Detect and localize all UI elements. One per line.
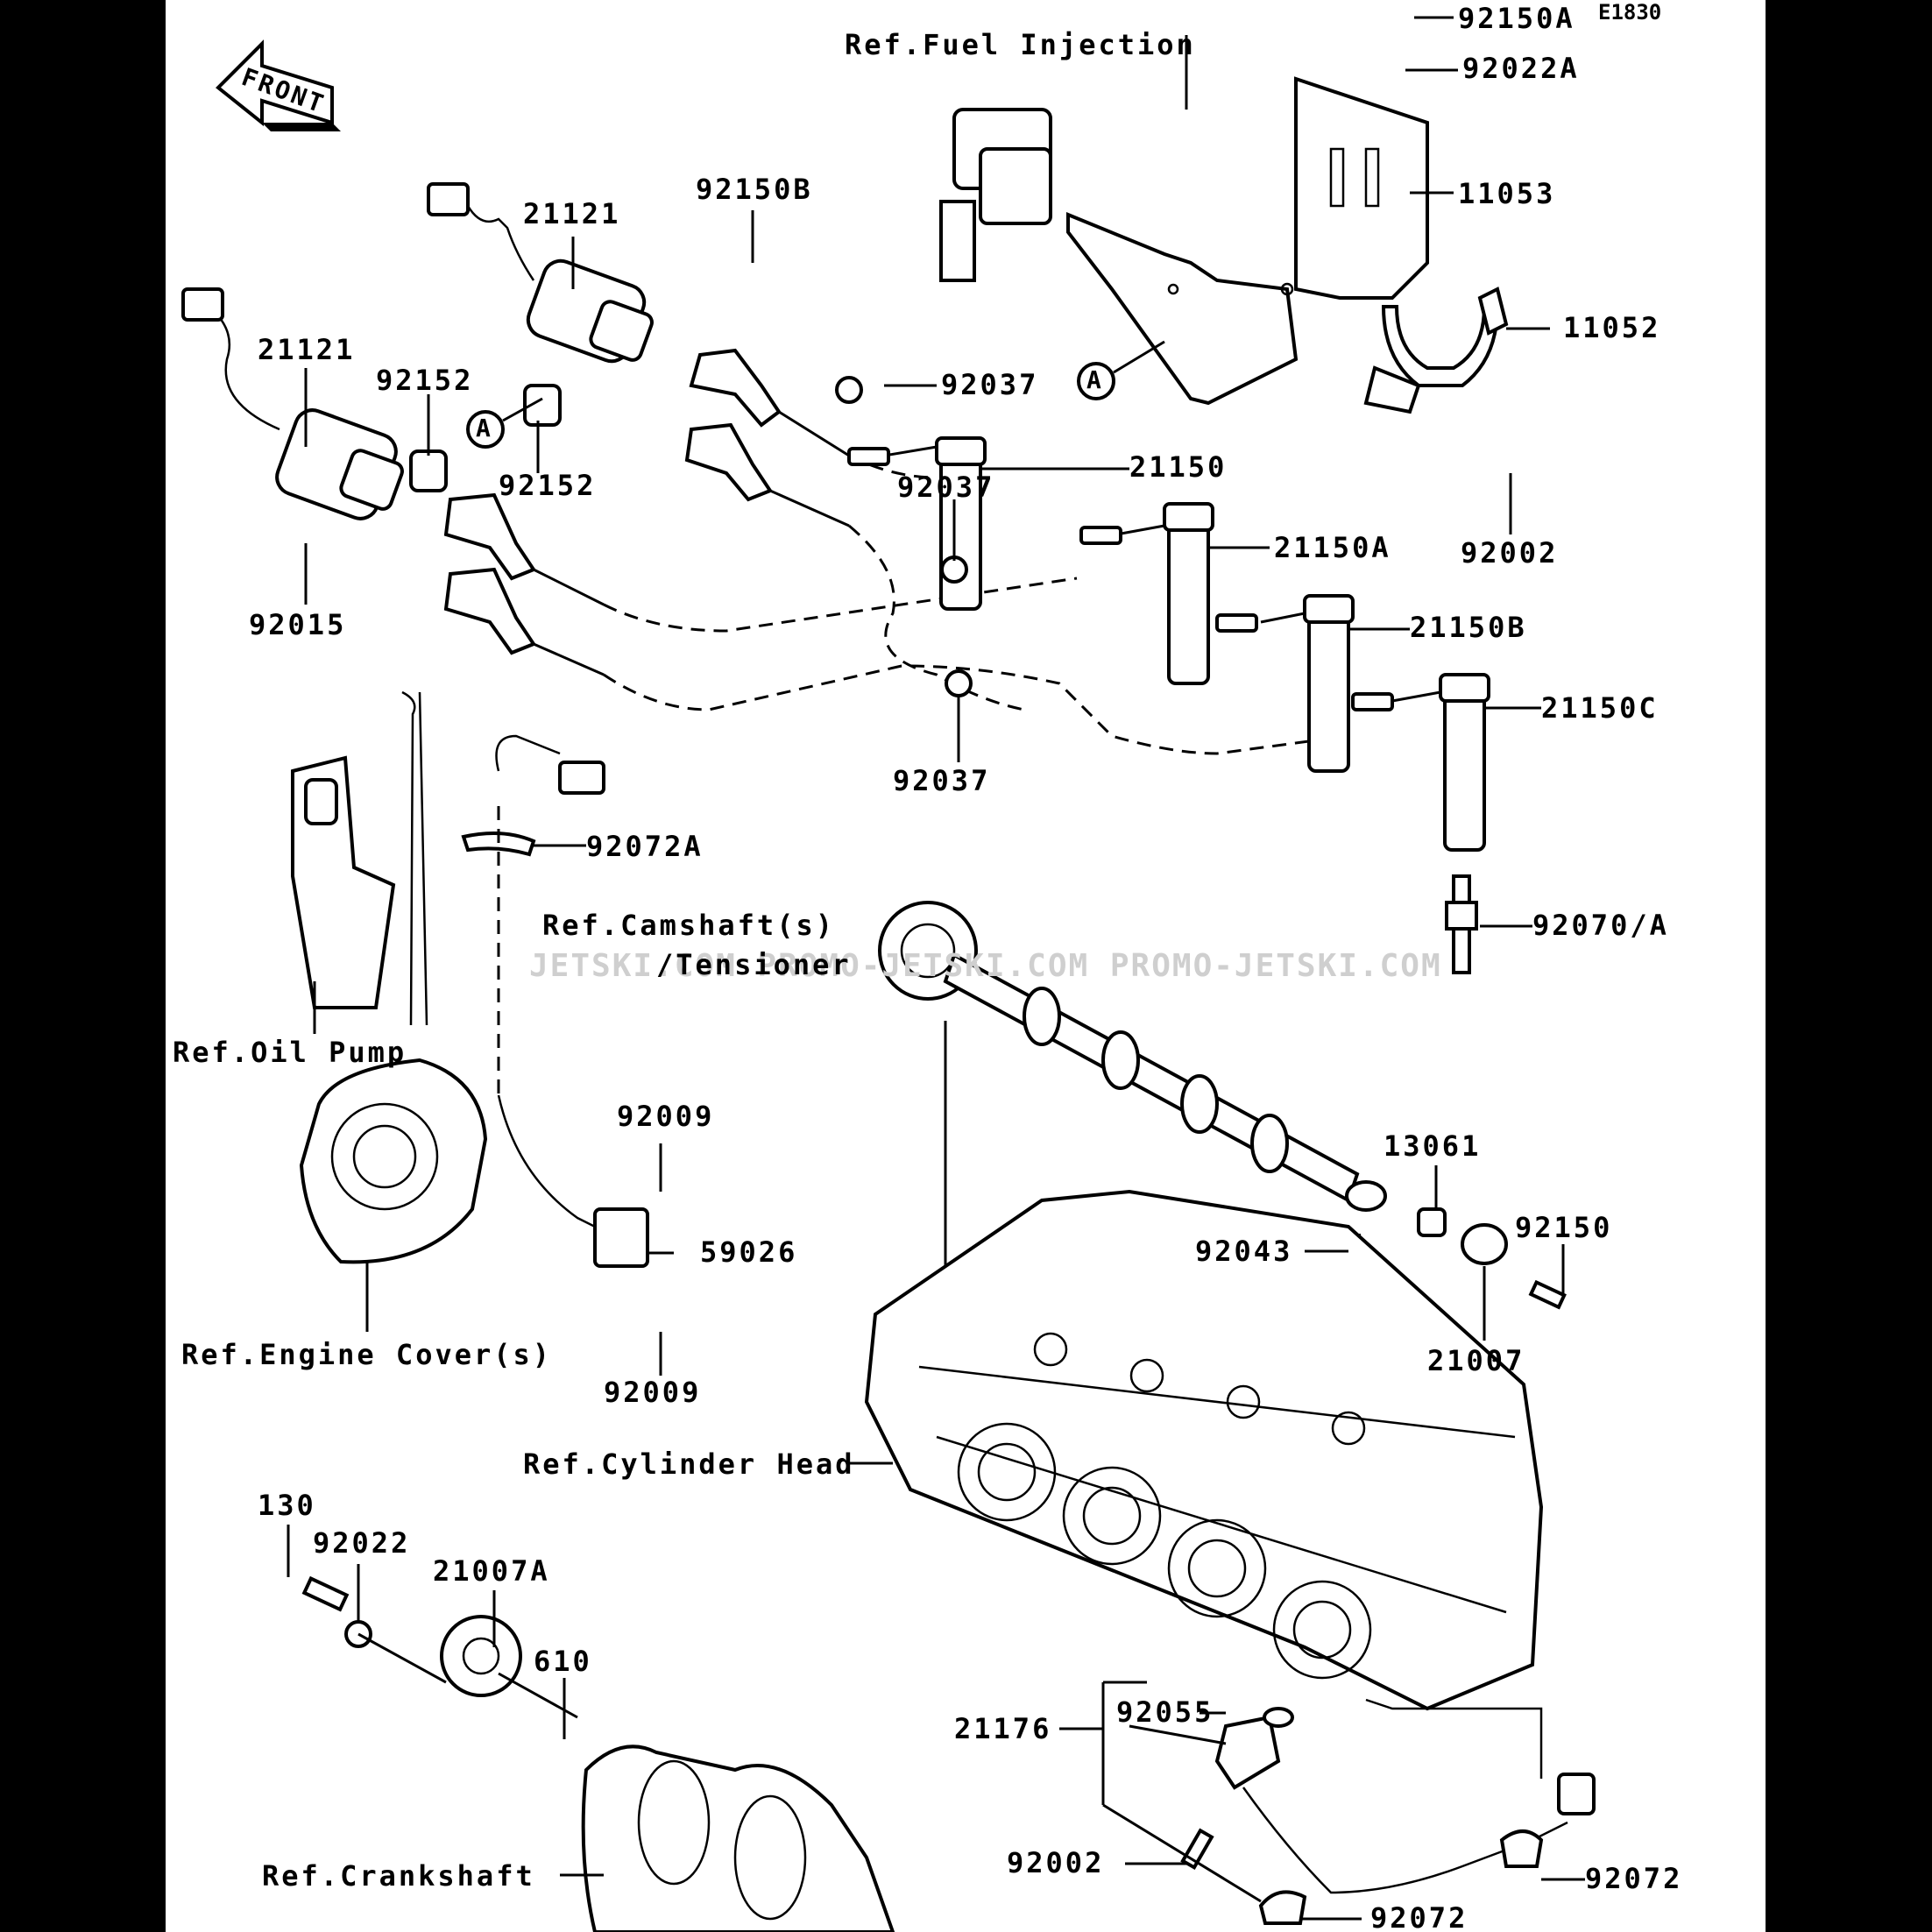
coil-boots bbox=[443, 348, 850, 676]
oil-pump-plate bbox=[291, 690, 428, 1034]
crankshaft bbox=[440, 1615, 895, 1932]
front-arrow-icon bbox=[216, 39, 341, 131]
sensor-59026 bbox=[497, 1094, 674, 1268]
ref-crankshaft: Ref.Crankshaft bbox=[262, 1859, 535, 1893]
spacer-92152-lower bbox=[409, 449, 448, 492]
part-label: 11052 bbox=[1563, 311, 1661, 344]
clamp-92072 bbox=[1258, 1890, 1307, 1925]
part-label: 21007A bbox=[433, 1554, 550, 1588]
plug-cap-21150C bbox=[1351, 673, 1490, 852]
bracket-11053 bbox=[1066, 76, 1429, 406]
part-label: 92037 bbox=[893, 764, 991, 797]
ref-oil-pump: Ref.Oil Pump bbox=[173, 1036, 407, 1069]
cylinder-head bbox=[849, 1189, 1544, 1711]
plug-13061 bbox=[1417, 1207, 1447, 1237]
part-label: 92002 bbox=[1461, 536, 1559, 570]
part-label: 21007 bbox=[1427, 1344, 1525, 1377]
callout-marker-a bbox=[466, 410, 505, 449]
part-label: 92150 bbox=[1515, 1211, 1613, 1244]
part-label: 59026 bbox=[700, 1235, 798, 1269]
camshaft bbox=[878, 901, 1387, 1270]
part-label: 11053 bbox=[1458, 177, 1556, 210]
part-label: 610 bbox=[534, 1645, 592, 1678]
part-label: 92152 bbox=[376, 364, 474, 397]
part-label: 21150C bbox=[1541, 691, 1659, 725]
routing-line bbox=[848, 524, 1025, 711]
part-label: 92037 bbox=[897, 471, 995, 504]
part-label: 92150A bbox=[1458, 2, 1575, 35]
leader-lines bbox=[287, 16, 1585, 1921]
part-label: 21150 bbox=[1129, 450, 1228, 484]
plug-cap-21150A bbox=[1079, 502, 1214, 685]
rotor-21007 bbox=[1461, 1223, 1508, 1265]
part-label: 21176 bbox=[954, 1712, 1052, 1745]
fuel-injection-sensor bbox=[939, 35, 1188, 282]
part-label: 92072 bbox=[1585, 1862, 1683, 1895]
clamp-92072 bbox=[1499, 1829, 1544, 1868]
part-label: 92150B bbox=[696, 173, 813, 206]
part-label: 92043 bbox=[1195, 1235, 1293, 1268]
part-label: 92055 bbox=[1116, 1695, 1214, 1729]
part-label: 92072 bbox=[1370, 1901, 1468, 1932]
ref-cylinder-head: Ref.Cylinder Head bbox=[523, 1447, 855, 1481]
ref-fuel-injection: Ref.Fuel Injection bbox=[845, 28, 1196, 61]
part-label: 92022 bbox=[313, 1526, 411, 1560]
ignition-coil-upper bbox=[427, 182, 654, 364]
watermark: JETSKI.COM PROMO-JETSKI.COM PROMO-JETSKI… bbox=[529, 948, 1442, 984]
part-label: 92037 bbox=[941, 368, 1039, 401]
part-label: 21150B bbox=[1410, 611, 1527, 644]
clamp-92037 bbox=[940, 556, 968, 584]
part-label: 92070/A bbox=[1532, 909, 1669, 942]
plug-cap-21150B bbox=[1215, 594, 1355, 773]
callout-letter-a: A bbox=[1086, 365, 1101, 394]
ref-camshaft: Ref.Camshaft(s) bbox=[542, 909, 835, 942]
routing-line bbox=[603, 664, 1349, 755]
plug-cap-21150 bbox=[847, 436, 987, 611]
part-label: 92009 bbox=[604, 1376, 702, 1409]
sensor-connector bbox=[461, 734, 605, 1095]
part-label: 92015 bbox=[249, 608, 347, 641]
clamp-92037 bbox=[945, 669, 973, 697]
ref-engine-cover: Ref.Engine Cover(s) bbox=[181, 1338, 553, 1371]
ref-tensioner: /Tensioner bbox=[656, 948, 852, 981]
engine-cover bbox=[299, 1058, 488, 1332]
part-label: 21121 bbox=[523, 197, 621, 230]
spark-plug bbox=[1445, 874, 1478, 974]
bolt-130 bbox=[301, 1575, 350, 1612]
part-label: 92152 bbox=[499, 469, 597, 502]
parts-diagram-sheet: JETSKI.COM PROMO-JETSKI.COM PROMO-JETSKI… bbox=[166, 0, 1766, 1932]
part-label: 130 bbox=[258, 1489, 316, 1522]
part-label: 92002 bbox=[1007, 1846, 1105, 1879]
routing-line bbox=[603, 577, 1078, 633]
spacer-92152-upper bbox=[523, 384, 562, 427]
part-label: 13061 bbox=[1384, 1129, 1482, 1163]
clamp-92037 bbox=[835, 376, 863, 404]
callout-marker-a bbox=[1077, 362, 1115, 400]
diagram-drawing bbox=[181, 16, 1596, 1932]
diagram-code: E1830 bbox=[1598, 0, 1662, 25]
bolt-92150 bbox=[1528, 1279, 1567, 1310]
part-label: 92072A bbox=[586, 830, 704, 863]
part-label: 92009 bbox=[617, 1100, 715, 1133]
ignition-coil-lower bbox=[181, 287, 404, 520]
part-label: 92022A bbox=[1462, 52, 1580, 85]
part-label: 21150A bbox=[1274, 531, 1391, 564]
band-11052 bbox=[1363, 287, 1509, 414]
callout-letter-a: A bbox=[476, 414, 491, 442]
part-label: 21121 bbox=[258, 333, 356, 366]
sensor-21176 bbox=[1129, 1698, 1596, 1894]
